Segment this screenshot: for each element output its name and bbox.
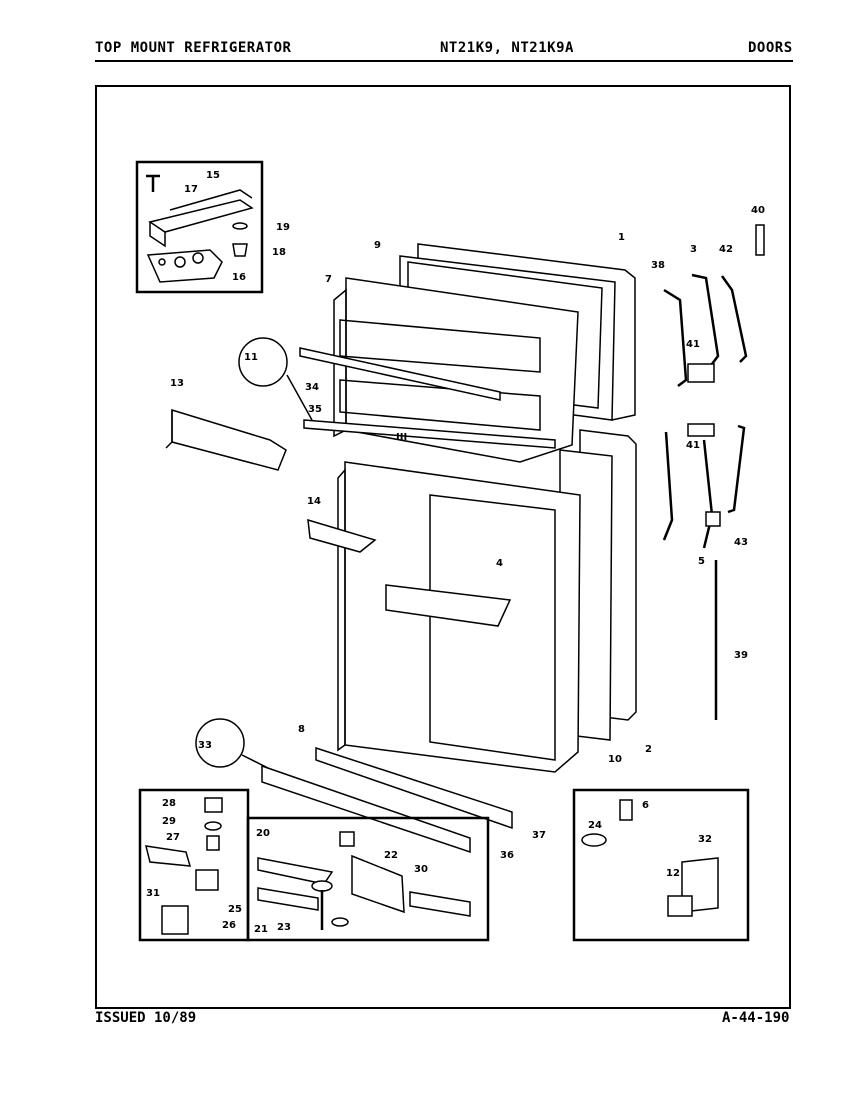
part-label: 21 [254,924,268,935]
header-rule [95,60,793,62]
diagram-frame [95,85,791,1009]
part-label: 7 [325,274,332,285]
bottom-handles [261,746,513,854]
door-mark: III [396,432,407,443]
fresh-food-door-assembly [303,419,637,773]
page-code: A-44-190 [722,1010,790,1026]
part-label: 15 [206,170,220,181]
part-label: 35 [308,404,322,415]
part-label: 22 [384,850,398,861]
part-label: 43 [734,537,748,548]
part-label: 20 [256,828,270,839]
part-label: 29 [162,816,176,827]
part-label: 18 [272,247,286,258]
part-label: 36 [500,850,514,861]
part-label: 8 [298,724,305,735]
part-label: 41 [686,440,700,451]
freezer-door-assembly [299,243,636,463]
part-label: 16 [232,272,246,283]
inset-bottom-hinge [138,788,250,942]
header-section: DOORS [748,40,793,56]
part-label: 13 [170,378,184,389]
part-label: 37 [532,830,546,841]
header-left-title: TOP MOUNT REFRIGERATOR [95,40,292,56]
part-label: 27 [166,832,180,843]
inset-top-hinge [135,160,264,294]
part-label: 4 [496,558,503,569]
inset-bottom-center [246,816,490,942]
part-label: 6 [642,800,649,811]
part-label: 34 [305,382,319,393]
inset-bottom-right [572,788,750,942]
part-label: 23 [277,922,291,933]
left-parts [165,337,377,769]
right-side-parts [662,224,765,720]
part-label: 30 [414,864,428,875]
part-label: 11 [244,352,258,363]
part-label: 5 [698,556,705,567]
part-label: 1 [618,232,625,243]
part-label: 42 [719,244,733,255]
part-label: 9 [374,240,381,251]
part-label: 3 [690,244,697,255]
part-label: 24 [588,820,602,831]
part-label: 19 [276,222,290,233]
part-label: 2 [645,744,652,755]
part-label: 41 [686,339,700,350]
part-label: 25 [228,904,242,915]
part-label: 32 [698,834,712,845]
part-label: 14 [307,496,321,507]
part-label: 33 [198,740,212,751]
part-label: 17 [184,184,198,195]
header-model: NT21K9, NT21K9A [440,40,574,56]
part-label: 12 [666,868,680,879]
part-label: 10 [608,754,622,765]
part-label: 40 [751,205,765,216]
part-label: 26 [222,920,236,931]
part-callouts: 1 2 3 4 5 6 7 8 9 10 11 12 13 14 15 16 1… [146,170,765,935]
part-label: 28 [162,798,176,809]
part-label: 39 [734,650,748,661]
part-label: 38 [651,260,665,271]
issued-date: ISSUED 10/89 [95,1010,197,1026]
part-label: 31 [146,888,160,899]
